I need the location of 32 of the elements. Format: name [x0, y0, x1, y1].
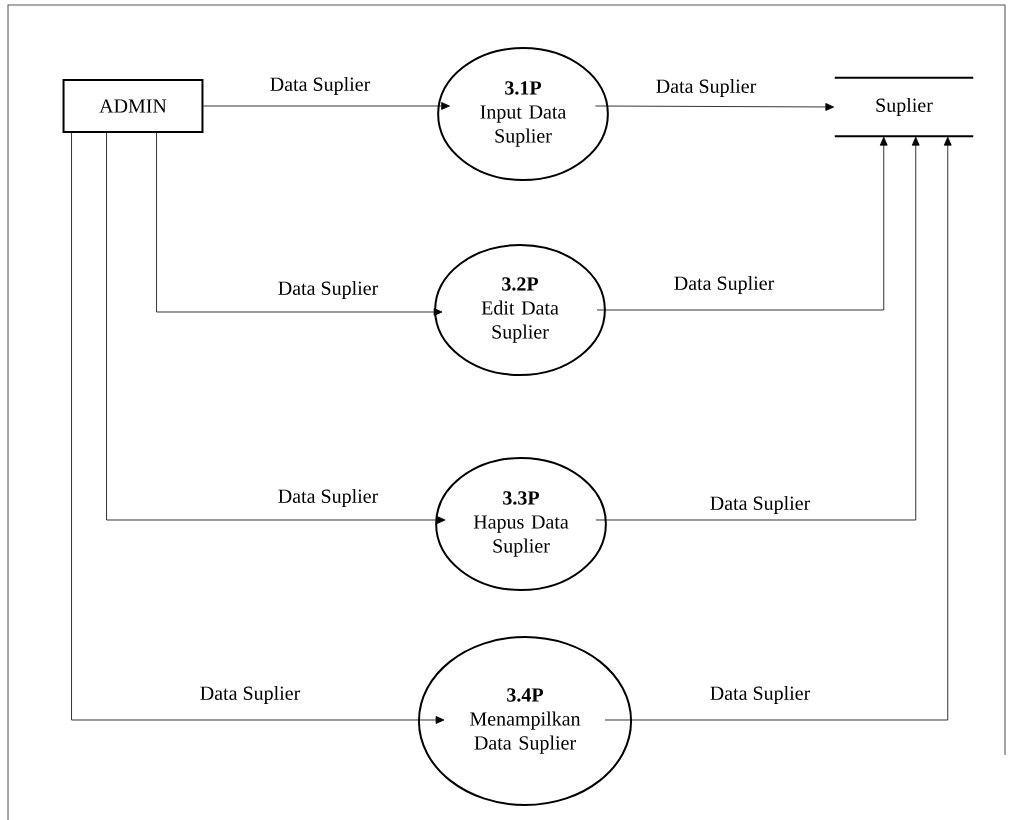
process-number: 3.3P [503, 491, 540, 505]
process-circle [435, 457, 607, 591]
edge-label: Data Suplier [270, 76, 371, 96]
process-name: Edit Data Suplier [481, 300, 559, 343]
arrow [106, 132, 446, 524]
process-name: Input Data Suplier [480, 105, 567, 147]
edge-label: Data Suplier [656, 78, 757, 98]
data-store [833, 76, 975, 138]
arrow [156, 132, 443, 316]
edge-label: Data Suplier [710, 685, 811, 705]
edge-label: Data Suplier [674, 275, 775, 295]
process-circle [437, 47, 609, 181]
arrow [595, 103, 835, 111]
process-name: Hapus Data Suplier [473, 515, 569, 557]
process-circle [434, 244, 606, 376]
edge-label: Data Suplier [278, 280, 379, 300]
node-label: Suplier [876, 97, 933, 117]
arrow [595, 136, 920, 521]
process-number: 3.2P [502, 277, 539, 291]
process-name: Menampilkan Data Suplier [470, 711, 581, 754]
arrow [71, 132, 445, 724]
edge-label: Data Suplier [710, 495, 811, 515]
arrow [203, 102, 450, 110]
arrow [596, 136, 888, 311]
entity-box [62, 79, 204, 133]
arrow [604, 136, 952, 721]
process-number: 3.1P [505, 81, 542, 95]
process-number: 3.4P [507, 688, 544, 702]
edge-label: Data Suplier [200, 685, 301, 705]
edge-label: Data Suplier [278, 488, 379, 508]
process-circle [417, 636, 633, 806]
node-label: ADMIN [99, 99, 167, 113]
